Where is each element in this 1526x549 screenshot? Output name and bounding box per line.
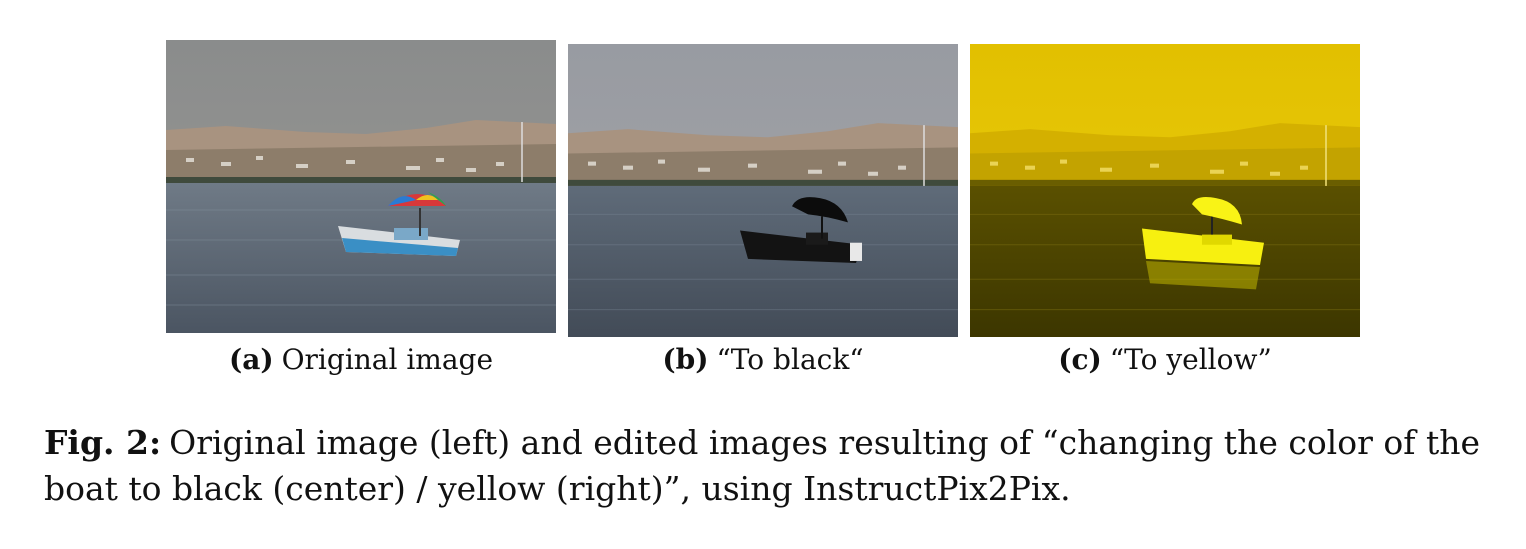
caption-b: (b)“To black“ [568,343,958,377]
figure-label: Fig. 2: [44,423,162,462]
panel-to-black [568,44,958,337]
caption-a-text: Original image [281,343,494,376]
to-yellow-image [970,44,1360,337]
caption-c: (c)“To yellow” [970,343,1360,377]
panel-to-yellow [970,44,1360,337]
caption-c-label: (c) [1058,343,1102,376]
original-image [166,40,556,333]
figure-caption-text: Original image (left) and edited images … [44,423,1480,508]
caption-a: (a)Original image [166,343,556,377]
to-black-image [568,44,958,337]
caption-c-text: “To yellow” [1109,343,1272,376]
caption-b-label: (b) [662,343,709,376]
caption-b-text: “To black“ [716,343,864,376]
panel-original [166,40,556,333]
caption-a-label: (a) [228,343,274,376]
figure-caption: Fig. 2:Original image (left) and edited … [44,420,1494,512]
